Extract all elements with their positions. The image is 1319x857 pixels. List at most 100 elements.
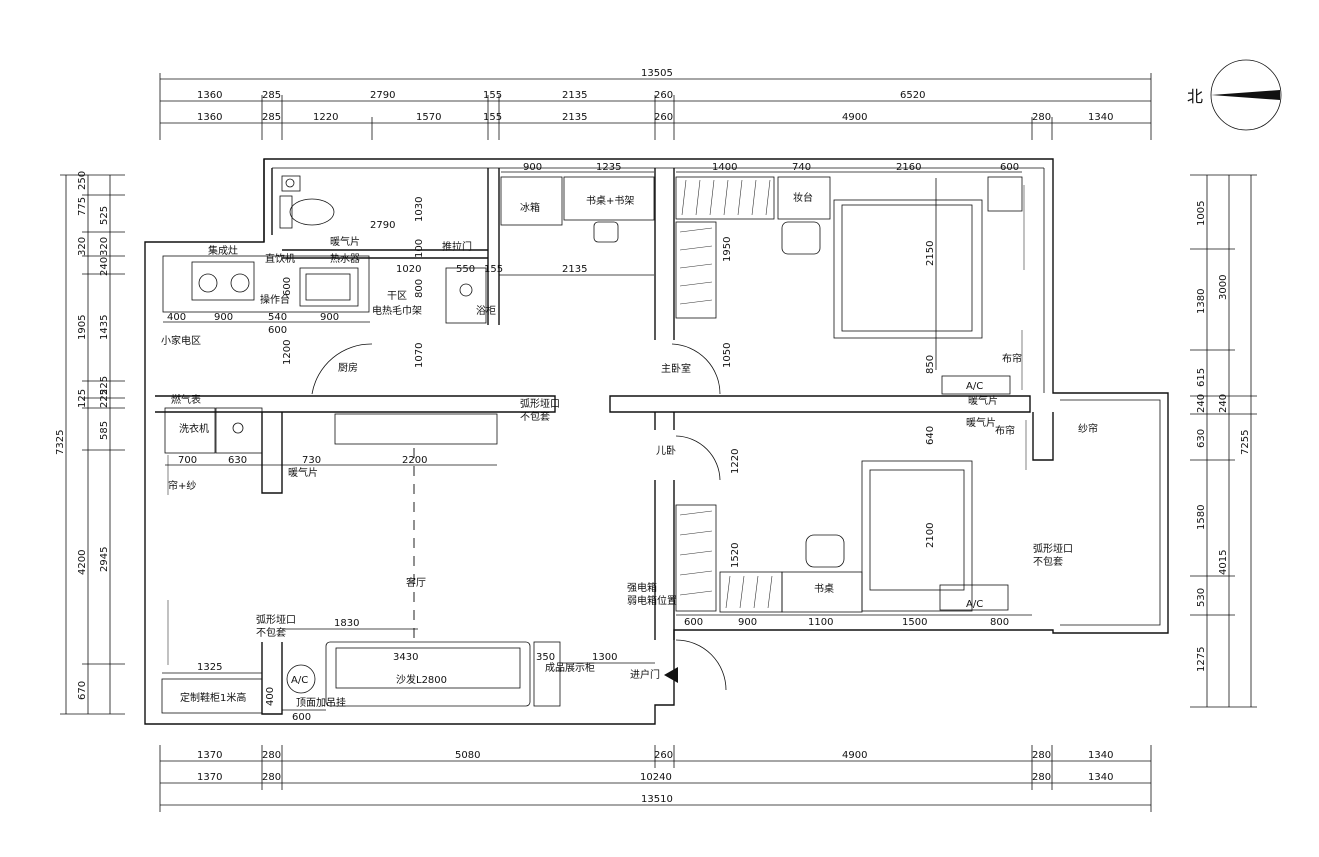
dim-master-3: 600 bbox=[1000, 162, 1019, 173]
compass-label: 北 bbox=[1187, 87, 1203, 106]
label-gas-meter: 燃气表 bbox=[171, 393, 201, 406]
dim-top-r2-5: 2135 bbox=[562, 112, 587, 123]
label-shoe-cabinet: 定制鞋柜1米高 bbox=[180, 691, 246, 704]
dim-left-c1-4: 125 bbox=[77, 389, 88, 408]
dim-misc-18: 2100 bbox=[925, 523, 936, 548]
label-arch-opening-2: 弧形垭口 bbox=[256, 613, 296, 626]
label-dresser: 妆台 bbox=[793, 191, 813, 204]
dim-top-r2-0: 1360 bbox=[197, 112, 222, 123]
dim-misc-14: 850 bbox=[925, 355, 936, 374]
dim-top-r1-1: 285 bbox=[262, 90, 281, 101]
dim-left-c1-2: 320 bbox=[77, 237, 88, 256]
dim-misc-21: 3430 bbox=[393, 652, 418, 663]
dim-right-c1-1: 1380 bbox=[1196, 289, 1207, 314]
label-curtain-yarn: 帘+纱 bbox=[168, 479, 196, 492]
dim-master-0: 1400 bbox=[712, 162, 737, 173]
label-ceiling-ac: 顶面加吊挂 bbox=[296, 696, 346, 709]
dim-bot-r2-3: 280 bbox=[1032, 772, 1051, 783]
dim-misc-24: 400 bbox=[265, 687, 276, 706]
dim-misc-1: 1030 bbox=[414, 197, 425, 222]
label-towel-rack: 电热毛巾架 bbox=[372, 304, 422, 317]
dim-left-c2-6: 585 bbox=[99, 421, 110, 440]
dim-top-r2-3: 1570 bbox=[416, 112, 441, 123]
label-water-heater: 热水器 bbox=[330, 252, 360, 265]
label-ac-child: A/C bbox=[966, 599, 983, 610]
bottom-dimensions: 1370 280 5080 260 4900 280 1340 1370 280… bbox=[159, 745, 1152, 812]
room-living: 客厅 bbox=[406, 576, 426, 589]
dim-left-c1-0: 250 bbox=[77, 171, 88, 190]
dim-left-c2-1: 320 bbox=[99, 237, 110, 256]
dim-child-1: 900 bbox=[738, 617, 757, 628]
dim-misc-0: 2790 bbox=[370, 220, 395, 231]
dim-left-c1-5: 4200 bbox=[77, 550, 88, 575]
dim-bot-r1-0: 1370 bbox=[197, 750, 222, 761]
north-arrow-icon bbox=[1211, 90, 1280, 100]
dim-right-c2-1: 240 bbox=[1218, 394, 1229, 413]
dim-misc-22: 350 bbox=[536, 652, 555, 663]
left-dimensions: 7325 250 775 320 1905 125 4200 670 525 3… bbox=[55, 171, 125, 715]
label-integrated-stove: 集成灶 bbox=[208, 244, 238, 257]
fixtures bbox=[161, 175, 1023, 714]
label-display-cabinet: 成品展示柜 bbox=[545, 661, 595, 674]
dim-top-r2-2: 1220 bbox=[313, 112, 338, 123]
dim-top-r1-3: 155 bbox=[483, 90, 502, 101]
dim-master-2: 2160 bbox=[896, 162, 921, 173]
dim-misc-16: 1220 bbox=[730, 449, 741, 474]
label-bathroom-cabinet: 浴柜 bbox=[476, 304, 496, 317]
dim-top-r2-4: 155 bbox=[483, 112, 502, 123]
dim-misc-25: 600 bbox=[292, 712, 311, 723]
walls bbox=[144, 158, 1169, 725]
room-entry-door: 进户门 bbox=[630, 668, 660, 681]
dim-left-total: 7325 bbox=[55, 430, 66, 455]
dim-master-1: 740 bbox=[792, 162, 811, 173]
label-no-cover-2: 不包套 bbox=[256, 626, 286, 639]
dim-right-c1-3: 240 bbox=[1196, 394, 1207, 413]
dim-bot-r1-6: 1340 bbox=[1088, 750, 1113, 761]
dim-right-c1-0: 1005 bbox=[1196, 201, 1207, 226]
dim-bath-1: 1235 bbox=[596, 162, 621, 173]
dim-misc-13: 1050 bbox=[722, 343, 733, 368]
dim-misc-10: 1070 bbox=[414, 343, 425, 368]
room-master-bedroom: 主卧室 bbox=[661, 362, 691, 375]
inner-dimensions: 400 900 540 900 900 1235 1400 740 2160 6… bbox=[162, 162, 1032, 723]
dim-bot-r2-0: 1370 bbox=[197, 772, 222, 783]
top-dimensions: 13505 1360 285 2790 155 2135 260 6520 13… bbox=[159, 68, 1152, 140]
dim-bot-total: 13510 bbox=[641, 794, 673, 805]
dim-top-r2-1: 285 bbox=[262, 112, 281, 123]
dim-right-c2-0: 3000 bbox=[1218, 275, 1229, 300]
dim-bot-r1-2: 5080 bbox=[455, 750, 480, 761]
dim-misc-26: 600 bbox=[268, 325, 287, 336]
dim-misc-17: 1520 bbox=[730, 543, 741, 568]
dim-kitchen-2: 540 bbox=[268, 312, 287, 323]
dim-left-c2-2: 240 bbox=[99, 257, 110, 276]
dim-misc-12: 2150 bbox=[925, 241, 936, 266]
furniture-labels: 集成灶 直饮机 热水器 操作台 暖气片 推拉门 电热毛巾架 浴柜 冰箱 书桌+书… bbox=[168, 191, 1098, 709]
north-compass: 北 bbox=[1187, 59, 1282, 131]
label-countertop: 操作台 bbox=[260, 293, 290, 306]
label-washer: 洗衣机 bbox=[179, 422, 209, 435]
label-water-purifier: 直饮机 bbox=[265, 252, 295, 265]
dim-child-2: 1100 bbox=[808, 617, 833, 628]
label-arch-opening-3: 弧形垭口 bbox=[1033, 542, 1073, 555]
label-arch-opening-1: 弧形垭口 bbox=[520, 397, 560, 410]
dim-laundry-3: 2200 bbox=[402, 455, 427, 466]
dim-left-c1-1: 775 bbox=[77, 197, 88, 216]
dim-misc-20: 1325 bbox=[197, 662, 222, 673]
dim-left-c2-5: 225 bbox=[99, 389, 110, 408]
dim-child-3: 1500 bbox=[902, 617, 927, 628]
dim-misc-23: 1300 bbox=[592, 652, 617, 663]
dim-kitchen-1: 900 bbox=[214, 312, 233, 323]
dim-misc-19: 1830 bbox=[334, 618, 359, 629]
dim-misc-2: 100 bbox=[414, 239, 425, 258]
dim-top-r1-0: 1360 bbox=[197, 90, 222, 101]
label-radiator-child: 暖气片 bbox=[966, 416, 996, 429]
dim-misc-5: 155 bbox=[484, 264, 503, 275]
room-kitchen: 厨房 bbox=[338, 361, 358, 374]
dim-left-c2-3: 1435 bbox=[99, 315, 110, 340]
wardrobes bbox=[167, 176, 1027, 665]
label-desk-shelf: 书桌+书架 bbox=[586, 194, 634, 207]
dim-left-c2-0: 525 bbox=[99, 206, 110, 225]
dim-right-c1-4: 630 bbox=[1196, 429, 1207, 448]
label-curtain-master: 布帘 bbox=[1002, 352, 1022, 365]
dim-laundry-0: 700 bbox=[178, 455, 197, 466]
